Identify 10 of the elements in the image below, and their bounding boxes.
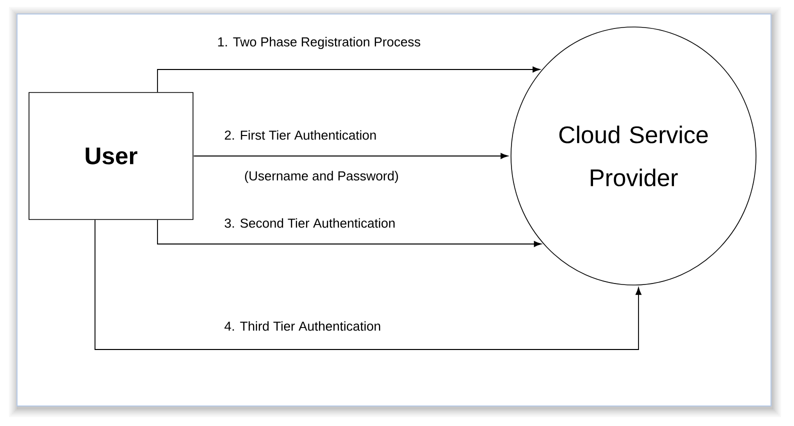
edge-label: 1. Two Phase Registration Process xyxy=(216,36,422,50)
edge-label: 2. First Tier Authentication xyxy=(223,129,378,141)
arrow xyxy=(157,66,540,93)
note-text: (Username and Password) xyxy=(243,170,400,184)
entity-box: User xyxy=(28,92,194,220)
edge-label: 3. Second Tier Authentication xyxy=(223,217,396,229)
arrow xyxy=(157,219,542,247)
arrow xyxy=(193,153,508,159)
edge-label: 4. Third Tier Authentication xyxy=(223,320,382,332)
arrow xyxy=(94,219,642,350)
